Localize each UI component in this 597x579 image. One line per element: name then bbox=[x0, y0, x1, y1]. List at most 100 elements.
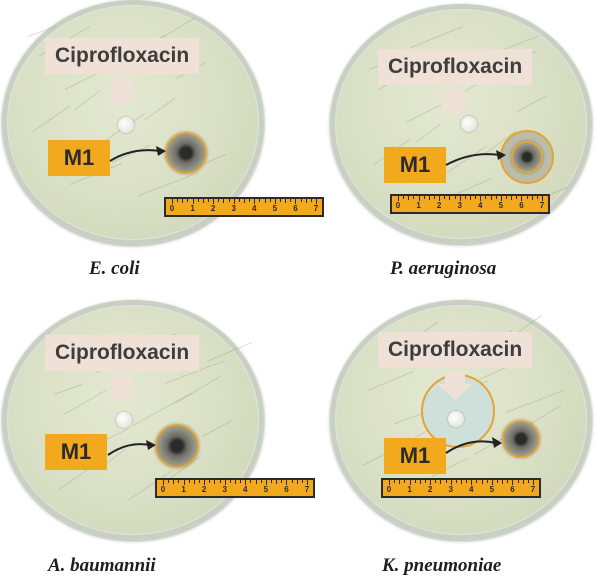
ruler-tick bbox=[223, 199, 225, 203]
ruler-tick bbox=[264, 199, 266, 203]
arrow-shaft bbox=[112, 375, 132, 389]
ruler-tick bbox=[389, 480, 390, 485]
ruler-number: 4 bbox=[478, 201, 483, 210]
growth-streak bbox=[505, 389, 565, 413]
ruler-tick bbox=[517, 480, 519, 483]
ruler-tick bbox=[228, 199, 230, 202]
sample-well bbox=[165, 132, 207, 174]
ruler-tick bbox=[450, 480, 452, 485]
ruler-tick bbox=[413, 196, 415, 199]
ruler-tick bbox=[521, 196, 523, 201]
ruler-tick bbox=[435, 480, 437, 483]
ruler-number: 6 bbox=[510, 485, 515, 494]
ruler-tick bbox=[439, 196, 441, 201]
ruler-tick bbox=[240, 480, 242, 483]
ruler-number: 7 bbox=[539, 201, 545, 210]
ruler-tick bbox=[491, 480, 493, 485]
growth-streak bbox=[143, 97, 176, 121]
ruler-tick bbox=[542, 196, 543, 201]
ruler-tick bbox=[202, 199, 204, 203]
arrow-shaft bbox=[445, 89, 465, 103]
ruler-tick bbox=[454, 196, 456, 199]
sample-label: M1 bbox=[384, 438, 446, 474]
ruler-number: 0 bbox=[169, 204, 175, 213]
ruler-tick bbox=[399, 480, 401, 484]
ruler-tick bbox=[271, 480, 272, 483]
ruler-tick bbox=[305, 199, 307, 203]
ruler-tick bbox=[418, 196, 420, 201]
ruler-tick bbox=[419, 480, 421, 484]
antibiotic-label: Ciprofloxacin bbox=[45, 38, 200, 74]
ruler-tick bbox=[480, 196, 482, 201]
ruler-tick bbox=[173, 480, 175, 484]
curved-arrow-icon bbox=[445, 150, 506, 166]
ruler-number: 4 bbox=[469, 485, 474, 494]
ruler-tick bbox=[526, 196, 528, 199]
sample-well bbox=[155, 424, 199, 468]
ruler-tick bbox=[276, 480, 278, 484]
ruler-number: 0 bbox=[395, 201, 401, 210]
ruler-tick bbox=[295, 199, 297, 204]
ruler-tick bbox=[497, 480, 498, 483]
organism-caption: K. pneumoniae bbox=[382, 555, 502, 576]
antibiotic-label: Ciprofloxacin bbox=[378, 332, 533, 368]
ruler-number: 7 bbox=[313, 204, 319, 213]
ruler-tick bbox=[394, 480, 396, 483]
growth-streak bbox=[394, 412, 424, 424]
antibiotic-label: Ciprofloxacin bbox=[45, 335, 200, 371]
ruler-tick bbox=[455, 480, 457, 483]
ruler-tick bbox=[512, 480, 514, 485]
ruler-number: 4 bbox=[243, 485, 248, 494]
ruler-tick bbox=[409, 480, 411, 485]
growth-streak bbox=[74, 90, 101, 110]
ruler-tick bbox=[193, 480, 195, 484]
antibiotic-label: Ciprofloxacin bbox=[378, 49, 533, 85]
ruler-number: 2 bbox=[201, 485, 207, 494]
organism-caption: E. coli bbox=[89, 258, 140, 279]
ruler-tick bbox=[449, 196, 451, 200]
ruler-number: 7 bbox=[304, 485, 310, 494]
ruler-tick bbox=[507, 480, 509, 483]
ruler-number: 5 bbox=[489, 485, 495, 494]
down-arrow-icon bbox=[104, 92, 140, 108]
growth-streak bbox=[32, 105, 71, 132]
ruler-tick bbox=[536, 196, 538, 199]
ruler-tick bbox=[260, 480, 262, 483]
ruler-tick bbox=[423, 196, 425, 199]
ruler-tick bbox=[470, 196, 471, 200]
ruler-number: 2 bbox=[210, 204, 216, 213]
down-arrow-icon bbox=[437, 101, 473, 117]
ruler-number: 1 bbox=[190, 204, 195, 213]
ruler-tick bbox=[404, 480, 406, 483]
ruler-tick bbox=[177, 199, 179, 202]
ruler-tick bbox=[229, 480, 231, 483]
ruler-number: 6 bbox=[519, 201, 524, 210]
ruler-tick bbox=[183, 480, 185, 485]
ruler-tick bbox=[213, 199, 215, 204]
ruler-number: 4 bbox=[252, 204, 257, 213]
ruler-tick bbox=[296, 480, 298, 484]
ruler-tick bbox=[476, 480, 478, 483]
ruler-tick bbox=[233, 199, 235, 204]
ruler-number: 5 bbox=[272, 204, 278, 213]
arrow-shaft bbox=[445, 372, 465, 386]
ruler-tick bbox=[300, 199, 302, 202]
ruler-tick bbox=[531, 196, 533, 200]
curved-arrow-icon bbox=[107, 440, 156, 456]
ruler-tick bbox=[280, 199, 281, 202]
dish-rim bbox=[2, 0, 264, 245]
ruler-tick bbox=[188, 480, 190, 483]
ruler-tick bbox=[486, 480, 488, 483]
antibiotic-disc bbox=[118, 117, 134, 133]
ruler-tick bbox=[274, 199, 276, 204]
down-arrow-icon bbox=[437, 384, 473, 400]
ruler-tick bbox=[291, 480, 293, 483]
ruler-tick bbox=[286, 480, 288, 485]
ruler-tick bbox=[408, 196, 410, 200]
ruler-tick bbox=[481, 480, 483, 484]
sample-label: M1 bbox=[48, 140, 110, 176]
